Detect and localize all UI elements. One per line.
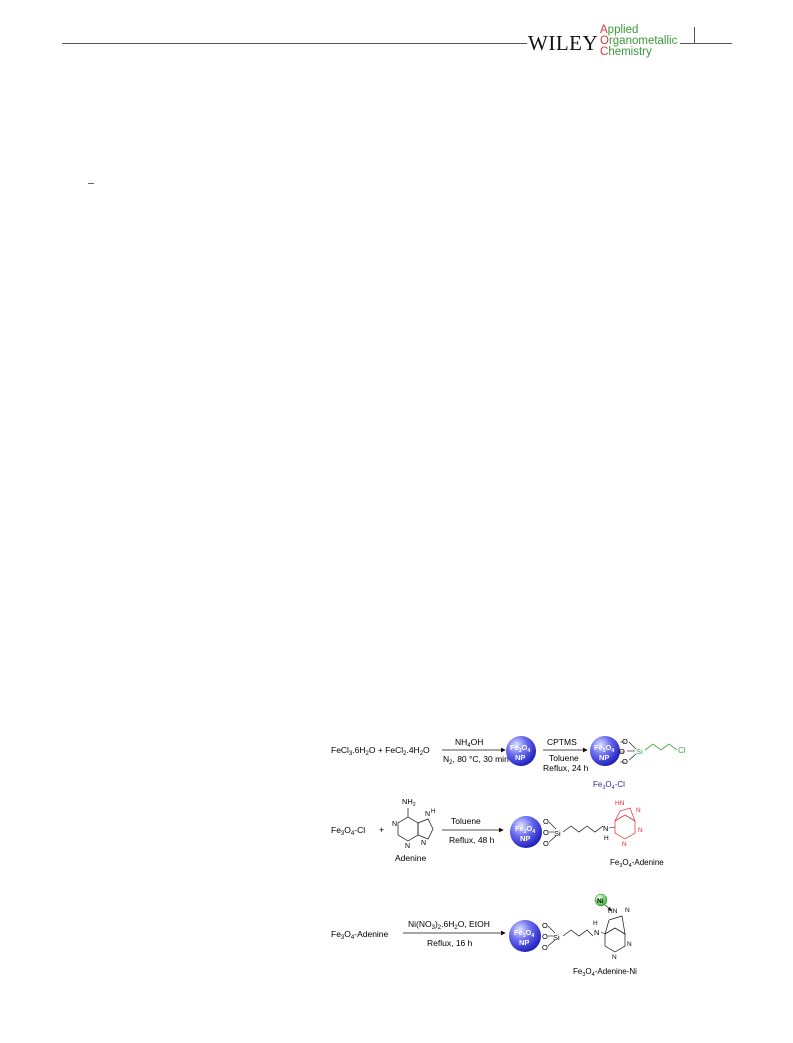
svg-text:H: H bbox=[431, 809, 435, 815]
row2: Fe3O4-Cl + NH2 N N N N H Adenine Toluene… bbox=[331, 797, 664, 869]
svg-text:Fe3O4: Fe3O4 bbox=[594, 743, 614, 754]
row1-arrow2-bottom2: Reflux, 24 h bbox=[543, 763, 589, 773]
row1-arrow1-top: NH4OH bbox=[455, 737, 483, 749]
svg-text:Fe3O4: Fe3O4 bbox=[510, 743, 530, 754]
row2-particle bbox=[510, 816, 542, 848]
svg-text:N: N bbox=[425, 811, 430, 818]
row1-chloro: Cl bbox=[678, 746, 686, 755]
svg-text:Si: Si bbox=[553, 933, 560, 942]
synthesis-scheme: FeCl3.6H2O + FeCl2.4H2O NH4OH N2, 80 °C,… bbox=[331, 736, 686, 978]
svg-text:HN: HN bbox=[608, 908, 618, 915]
header-tick bbox=[694, 27, 695, 43]
row1-reactants: FeCl3.6H2O + FeCl2.4H2O bbox=[331, 745, 430, 757]
journal-line-3: Chemistry bbox=[600, 46, 652, 58]
row1-arrow2-bottom1: Toluene bbox=[549, 753, 579, 763]
header-rule-left bbox=[62, 43, 527, 44]
svg-text:N: N bbox=[627, 941, 632, 948]
svg-text:O: O bbox=[543, 828, 549, 837]
svg-text:O: O bbox=[542, 932, 548, 941]
svg-text:N: N bbox=[405, 843, 410, 850]
svg-text:Fe3O4: Fe3O4 bbox=[514, 928, 534, 939]
svg-text:N: N bbox=[392, 821, 397, 828]
svg-text:O: O bbox=[619, 747, 625, 756]
svg-text:Si: Si bbox=[554, 829, 561, 838]
header-rule-right bbox=[680, 43, 732, 44]
svg-text:N: N bbox=[638, 827, 643, 834]
svg-text:O: O bbox=[543, 817, 549, 826]
row2-adenine-label: Adenine bbox=[395, 853, 426, 863]
stray-dash bbox=[88, 183, 94, 184]
svg-text:N: N bbox=[622, 841, 627, 848]
row1-propyl-chain bbox=[644, 743, 678, 751]
row2-arrow-bottom: Reflux, 48 h bbox=[449, 835, 495, 845]
row3-metal: Ni bbox=[597, 898, 604, 905]
row1: FeCl3.6H2O + FeCl2.4H2O NH4OH N2, 80 °C,… bbox=[331, 736, 686, 791]
svg-text:O: O bbox=[543, 839, 549, 848]
ni-atom bbox=[594, 893, 608, 907]
row3-particle bbox=[509, 920, 541, 952]
svg-text:O: O bbox=[542, 943, 548, 952]
row1-product-particle bbox=[590, 736, 620, 766]
row3-arrow-top: Ni(NO3)2.6H2O, EtOH bbox=[408, 919, 490, 931]
svg-text:Fe3O4: Fe3O4 bbox=[515, 824, 535, 835]
journal-line-1: Applied bbox=[600, 24, 639, 36]
row1-particle bbox=[506, 736, 536, 766]
journal-line-2: Organometallic bbox=[600, 35, 678, 47]
svg-text:N: N bbox=[603, 824, 608, 833]
row3-arrow-bottom: Reflux, 16 h bbox=[427, 938, 473, 948]
row1-si: Si bbox=[636, 747, 643, 756]
row1-product-label: Fe3O4-Cl bbox=[593, 780, 625, 791]
svg-text:N: N bbox=[421, 840, 426, 847]
row3-product-label: Fe3O4-Adenine-Ni bbox=[573, 967, 637, 978]
svg-text:NP: NP bbox=[520, 834, 530, 843]
svg-text:N: N bbox=[612, 954, 617, 961]
svg-text:O: O bbox=[622, 737, 628, 746]
adenine-structure bbox=[397, 808, 434, 842]
row1-arrow1-bottom: N2, 80 °C, 30 min bbox=[443, 754, 509, 766]
journal-logo: Applied Organometallic Chemistry bbox=[600, 24, 678, 58]
row2-arrow-top: Toluene bbox=[451, 816, 481, 826]
svg-text:NH2: NH2 bbox=[402, 797, 416, 808]
svg-text:N: N bbox=[636, 807, 641, 814]
svg-text:H: H bbox=[604, 835, 609, 842]
svg-text:O: O bbox=[622, 757, 628, 766]
row3-adenine-moiety bbox=[604, 915, 626, 953]
svg-text:N: N bbox=[594, 928, 599, 937]
row3-reactant: Fe3O4-Adenine bbox=[331, 929, 389, 941]
row2-product-label: Fe3O4-Adenine bbox=[610, 858, 664, 869]
svg-text:HN: HN bbox=[615, 800, 625, 807]
svg-text:N: N bbox=[625, 907, 630, 914]
row2-plus: + bbox=[379, 825, 384, 835]
row3: Fe3O4-Adenine Ni(NO3)2.6H2O, EtOH Reflux… bbox=[331, 893, 637, 978]
svg-text:NP: NP bbox=[515, 753, 525, 762]
row1-arrow2-top: CPTMS bbox=[547, 737, 577, 747]
publisher-logo: WILEY bbox=[528, 31, 599, 55]
svg-text:H: H bbox=[593, 920, 598, 927]
svg-text:NP: NP bbox=[599, 753, 609, 762]
row2-reactant: Fe3O4-Cl bbox=[331, 825, 365, 837]
svg-text:NP: NP bbox=[519, 938, 529, 947]
svg-text:O: O bbox=[542, 921, 548, 930]
row2-adenine-moiety bbox=[614, 807, 636, 840]
